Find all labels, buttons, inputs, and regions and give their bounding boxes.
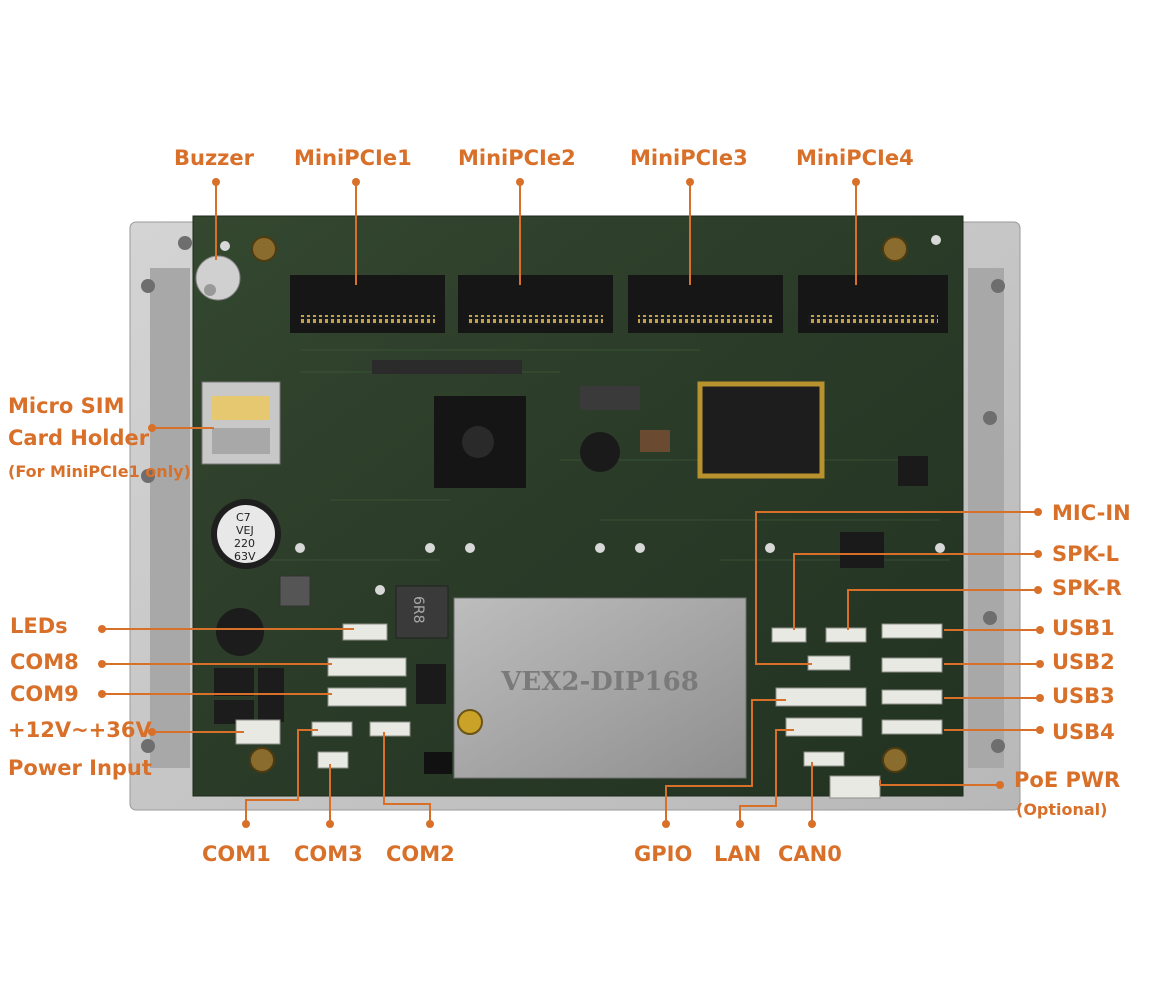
cap-text-4: 63V [234,550,256,563]
label-minipcie2: MiniPCIe2 [458,146,576,170]
label-com9: COM9 [10,682,79,706]
label-usb1: USB1 [1052,616,1115,640]
label-mic-in: MIC-IN [1052,501,1131,525]
pcb: C7 VEJ 220 63V 6R8 [192,215,964,799]
label-lan: LAN [714,842,762,866]
module-label: VEX2-DIP168 [500,667,699,697]
inductor-text: 6R8 [410,596,426,624]
label-poe-line2: (Optional) [1016,800,1108,819]
label-micro-sim-note: (For MiniPCIe1 only) [8,462,191,481]
label-usb4: USB4 [1052,720,1115,744]
label-com3: COM3 [294,842,363,866]
label-spk-r: SPK-R [1052,576,1122,600]
label-power-line2: Power Input [8,756,152,780]
gpio-jumper [424,752,452,774]
minipcie-slots [290,275,948,333]
callout-lines [102,182,1040,824]
label-spk-l: SPK-L [1052,542,1120,566]
label-poe-line1: PoE PWR [1014,768,1121,792]
buzzer-component [195,255,241,301]
label-buzzer: Buzzer [174,146,255,170]
micro-sim-holder [201,381,281,465]
capacitor: C7 VEJ 220 63V [211,499,281,569]
label-com1: COM1 [202,842,271,866]
cap-text-3: 220 [234,537,255,550]
label-gpio: GPIO [634,842,693,866]
label-usb3: USB3 [1052,684,1115,708]
label-com2: COM2 [386,842,455,866]
chips [372,360,928,704]
cap-text-2: VEJ [236,524,254,537]
label-minipcie3: MiniPCIe3 [630,146,748,170]
label-com8: COM8 [10,650,79,674]
label-minipcie4: MiniPCIe4 [796,146,914,170]
label-usb2: USB2 [1052,650,1115,674]
connector-headers [235,623,943,799]
label-micro-sim-line1: Micro SIM [8,394,125,418]
cpu-module: VEX2-DIP168 [453,597,747,779]
label-power-line1: +12V~+36V [8,718,152,742]
label-minipcie1: MiniPCIe1 [294,146,412,170]
label-can0: CAN0 [778,842,842,866]
label-leds: LEDs [10,614,68,638]
cap-text-1: C7 [236,511,251,524]
callout-dots [98,178,1044,828]
label-micro-sim-line2: Card Holder [8,426,150,450]
